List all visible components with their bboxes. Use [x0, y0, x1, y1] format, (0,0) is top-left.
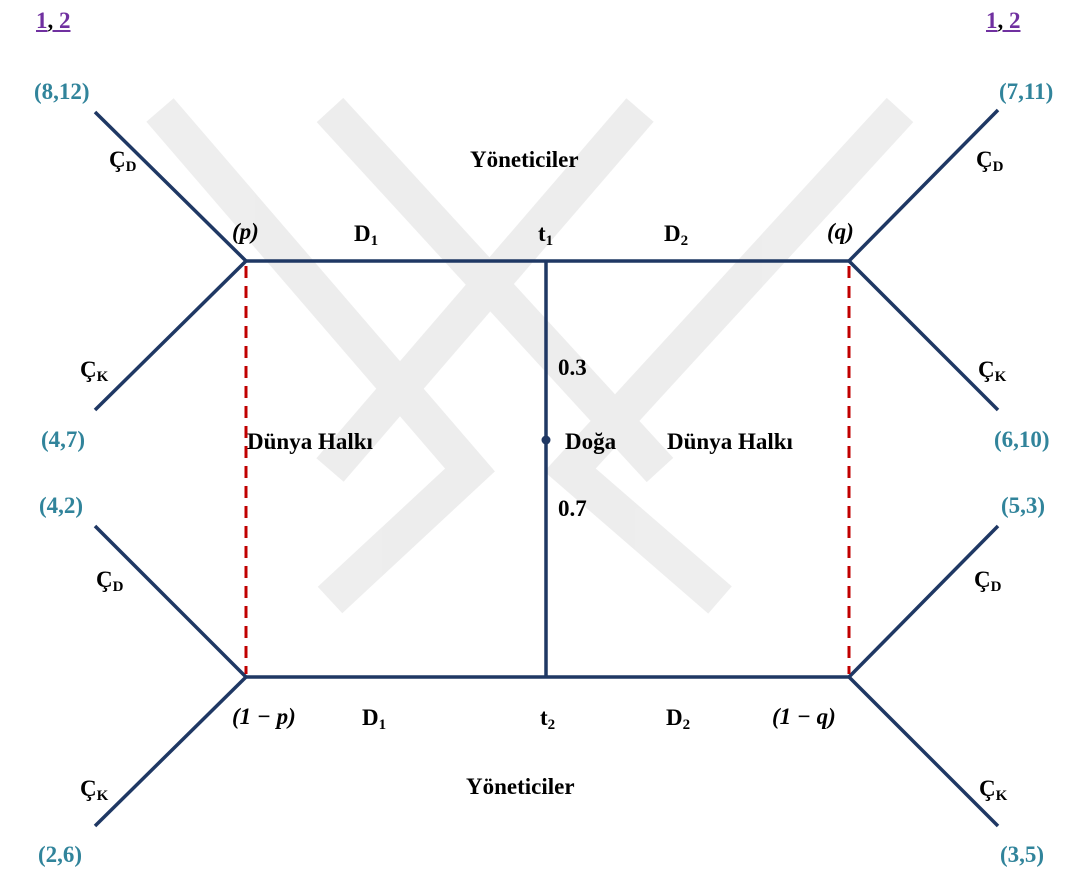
action-label-tr-cd: ÇD [976, 147, 1004, 175]
nature-prob-down: 0.7 [558, 496, 587, 521]
edge-bl-ck [93, 675, 248, 828]
payoff-tr-ck: (6,10) [994, 427, 1050, 452]
action-label-tl-ck: ÇK [80, 357, 109, 385]
nature-node [541, 435, 551, 445]
payoff-tr-cd: (7,11) [999, 79, 1054, 104]
watermark-logo [146, 97, 914, 614]
belief-p: (p) [232, 219, 259, 244]
edge-tl-ck [93, 259, 248, 412]
payoff-br-ck: (3,5) [1000, 842, 1045, 867]
payoff-bl-cd: (4,2) [39, 493, 84, 518]
type-t1: t1 [538, 221, 554, 249]
belief-q: (q) [827, 219, 854, 244]
header-left-2: 2 [59, 8, 71, 33]
action-label-br-cd: ÇD [974, 567, 1002, 595]
edge-tr-ck [847, 259, 1000, 412]
belief-one-minus-p: (1 − p) [232, 704, 296, 729]
action-label-bl-ck: ÇK [80, 776, 109, 804]
edge-tl-cd [93, 110, 248, 263]
payoff-tl-ck: (4,7) [41, 427, 86, 452]
header-left-1: 1 [36, 8, 48, 33]
nature-label: Doğa [565, 429, 617, 454]
info-set-left-label: Dünya Halkı [247, 429, 373, 454]
nature-prob-up: 0.3 [558, 355, 587, 380]
action-label-tr-ck: ÇK [978, 357, 1007, 385]
type-t2: t2 [540, 705, 556, 733]
signal-label-top-d2: D2 [664, 221, 689, 249]
action-label-br-ck: ÇK [979, 776, 1008, 804]
belief-one-minus-q: (1 − q) [772, 704, 836, 729]
payoff-br-cd: (5,3) [1001, 493, 1046, 518]
edge-br-ck [847, 675, 1000, 828]
edge-tr-cd [847, 108, 1000, 263]
header-right: 1, 2 [986, 8, 1021, 33]
header-right-1: 1 [986, 8, 998, 33]
edge-bl-cd [93, 524, 248, 679]
signal-label-bottom-d2: D2 [666, 705, 691, 733]
tree-edges [93, 108, 1000, 828]
player-bottom: Yöneticiler [466, 774, 575, 799]
edge-br-cd [847, 524, 1000, 679]
signal-label-bottom-d1: D1 [362, 705, 387, 733]
payoff-tl-cd: (8,12) [34, 79, 90, 104]
action-label-tl-cd: ÇD [109, 147, 137, 175]
info-set-right-label: Dünya Halkı [667, 429, 793, 454]
header-left: 1, 2 [36, 8, 71, 33]
signal-label-top-d1: D1 [354, 221, 379, 249]
payoff-bl-ck: (2,6) [38, 842, 83, 867]
player-top: Yöneticiler [470, 147, 579, 172]
action-label-bl-cd: ÇD [96, 567, 124, 595]
header-right-2: 2 [1009, 8, 1021, 33]
